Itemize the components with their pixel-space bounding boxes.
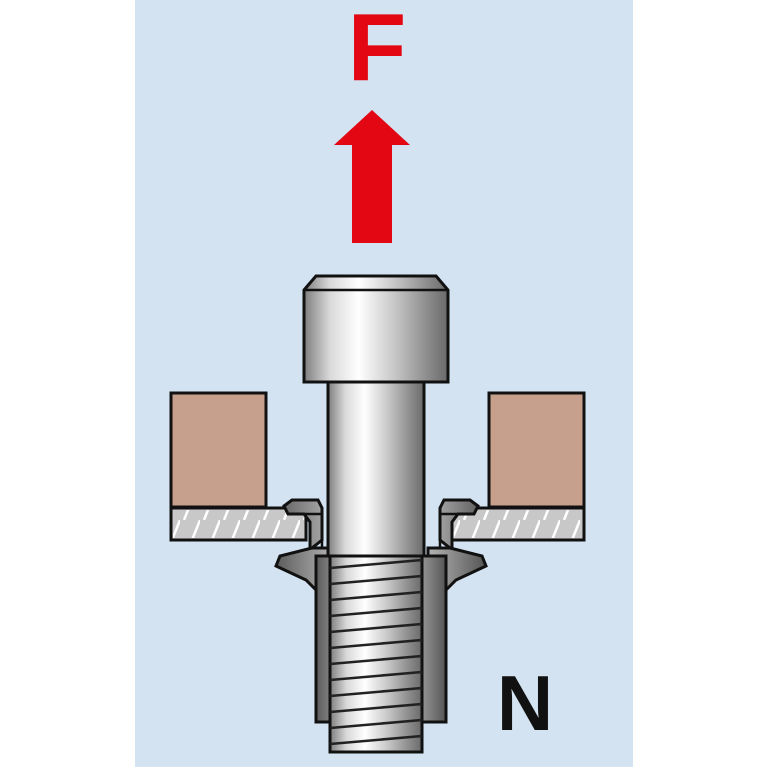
left-sheet (169, 506, 308, 542)
right-plate (487, 391, 586, 509)
variant-label: N (497, 659, 553, 747)
screw (302, 274, 450, 754)
thread-lines (329, 558, 423, 746)
left-plate (169, 391, 268, 509)
force-arrow (334, 110, 410, 243)
force-label: F (348, 0, 407, 101)
